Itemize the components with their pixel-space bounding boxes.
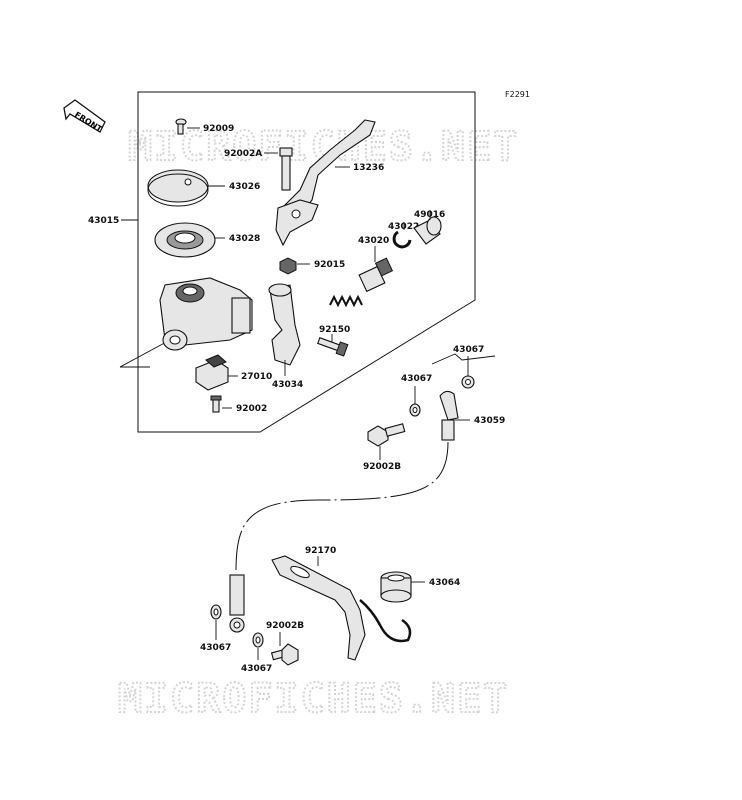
label-43067-c: 43067	[200, 643, 231, 653]
clamp-holder-icon	[268, 283, 301, 366]
label-43034: 43034	[272, 380, 303, 390]
bolt-92150-icon	[317, 337, 349, 357]
label-43059: 43059	[474, 416, 505, 426]
label-92002: 92002	[236, 404, 267, 414]
label-92002B-bottom: 92002B	[266, 621, 304, 631]
label-92015: 92015	[314, 260, 345, 270]
banjo-fitting-icon	[439, 390, 459, 441]
pivot-bolt-icon	[279, 147, 293, 191]
washer-43067a-icon	[461, 375, 475, 389]
label-43028: 43028	[229, 234, 260, 244]
dust-boot-icon	[413, 216, 442, 245]
bolt-92002B-bottom-icon	[270, 643, 299, 666]
label-92150: 92150	[319, 325, 350, 335]
diaphragm-icon	[154, 222, 216, 258]
front-arrow-icon: FRONT	[63, 99, 106, 134]
screw-92002-icon	[210, 395, 222, 413]
mounting-bracket-icon	[271, 555, 412, 661]
label-43067-d: 43067	[241, 664, 272, 674]
label-92170: 92170	[305, 546, 336, 556]
label-92009: 92009	[203, 124, 234, 134]
piston-assembly-icon	[329, 257, 394, 308]
brake-hose-line	[235, 441, 449, 571]
label-43022: 43022	[388, 222, 419, 232]
lower-hose-fitting-icon	[229, 574, 245, 633]
label-43067-a: 43067	[453, 345, 484, 355]
washer-43067b-icon	[409, 403, 421, 417]
label-27010: 27010	[241, 372, 272, 382]
nut-92015-icon	[279, 257, 297, 275]
label-92002B-top: 92002B	[363, 462, 401, 472]
label-43067-b: 43067	[401, 374, 432, 384]
figure-code: F2291	[505, 90, 530, 99]
brake-lever-icon	[275, 119, 376, 247]
label-43020: 43020	[358, 236, 389, 246]
label-92002A: 92002A	[224, 149, 262, 159]
label-49016: 49016	[414, 210, 445, 220]
brake-switch-icon	[195, 354, 229, 391]
assembly-outline	[137, 91, 476, 433]
label-43015: 43015	[88, 216, 119, 226]
circlip-icon	[392, 230, 412, 249]
washer-43067c-icon	[210, 604, 222, 620]
label-13236: 13236	[353, 163, 384, 173]
watermark-bottom: MICROFICHES.NET	[118, 676, 509, 722]
lower-reservoir-icon	[380, 571, 412, 603]
bolt-92002B-top-icon	[367, 423, 406, 447]
washer-43067d-icon	[252, 632, 264, 648]
screw-92009-icon	[175, 118, 187, 135]
label-43064: 43064	[429, 578, 460, 588]
reservoir-cap-icon	[147, 169, 209, 207]
master-cylinder-body-icon	[159, 277, 253, 351]
label-43026: 43026	[229, 182, 260, 192]
